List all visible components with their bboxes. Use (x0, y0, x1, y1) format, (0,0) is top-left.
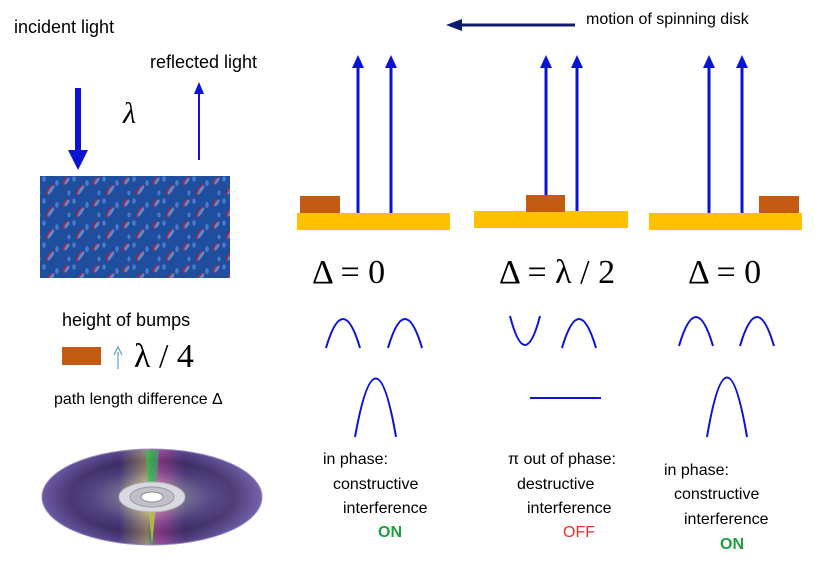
substrate (474, 211, 628, 228)
bump-height-value: λ / 4 (134, 338, 194, 375)
case-1-waves (325, 318, 423, 438)
case-3-delta: Δ = 0 (688, 254, 762, 291)
bump (526, 195, 565, 212)
case-3-waves (678, 316, 775, 438)
case-2-diagram (474, 55, 628, 228)
bump (759, 196, 799, 213)
reflected-light-arrow (194, 82, 204, 160)
substrate (297, 213, 450, 230)
case-1-state: ON (378, 524, 402, 541)
wave-trough-left (509, 315, 541, 346)
height-of-bumps-label: height of bumps (62, 310, 191, 330)
wavelength-symbol: λ (123, 97, 136, 130)
case-1-interference: interference (343, 500, 428, 517)
case-2-phase: π out of phase: (508, 451, 616, 468)
bump-height-arrow (113, 345, 123, 369)
substrate (649, 213, 802, 230)
compact-disc-image (41, 448, 263, 546)
wave-crest-left (678, 316, 714, 347)
case-2-state: OFF (563, 524, 595, 541)
wave-crest-right (561, 318, 597, 349)
case-2-type: destructive (517, 476, 595, 493)
case-2-interference: interference (527, 500, 612, 517)
case-2-waves (509, 315, 601, 399)
case-3-type: constructive (674, 486, 760, 503)
motion-arrow (446, 19, 575, 31)
case-1-delta: Δ = 0 (312, 254, 386, 291)
case-3-state: ON (720, 536, 744, 553)
wave-sum (706, 376, 748, 438)
wave-crest-right (387, 318, 423, 349)
case-2-delta: Δ = λ / 2 (499, 254, 616, 291)
case-1-diagram (297, 55, 450, 230)
case-1-type: constructive (333, 476, 419, 493)
incident-light-label: incident light (14, 17, 115, 37)
case-3-phase: in phase: (664, 462, 729, 479)
incident-light-arrow (68, 88, 88, 170)
motion-label: motion of spinning disk (586, 11, 749, 28)
wave-sum (354, 377, 397, 438)
case-3-interference: interference (684, 511, 769, 528)
wave-crest-right (739, 316, 775, 347)
case-1-phase: in phase: (323, 451, 388, 468)
cd-surface-image (40, 176, 230, 278)
path-length-difference-label: path length difference Δ (54, 391, 223, 408)
wave-crest-left (325, 318, 361, 349)
case-3-diagram (649, 55, 802, 230)
bump-legend-swatch (62, 347, 101, 365)
bump (300, 196, 340, 213)
reflected-light-label: reflected light (150, 52, 258, 72)
